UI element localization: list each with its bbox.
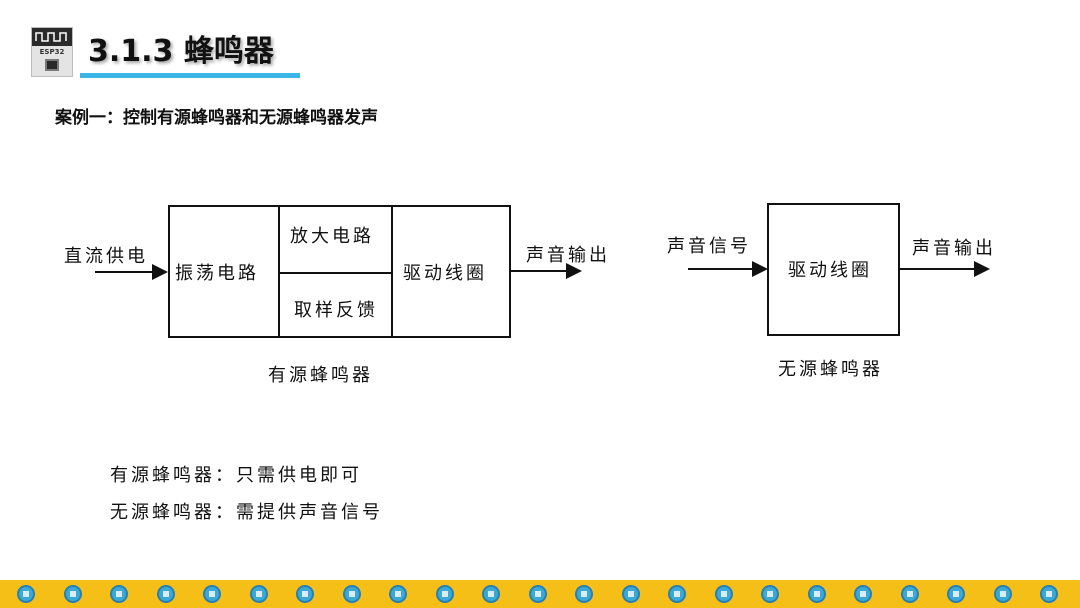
footer-chip-icon bbox=[17, 585, 35, 603]
footer-chip-icon bbox=[389, 585, 407, 603]
active-input-label: 直流供电 bbox=[64, 246, 148, 267]
footer-chip-icon bbox=[854, 585, 872, 603]
footer-chip-icon bbox=[761, 585, 779, 603]
footer-chip-icon bbox=[249, 585, 268, 603]
footer-chip-icon bbox=[900, 585, 919, 603]
esp32-logo-icon: ESP32 bbox=[31, 27, 73, 77]
footer-chip-icon bbox=[482, 585, 500, 603]
footer-chip-icon bbox=[993, 585, 1012, 603]
footer-chip-icon bbox=[110, 585, 128, 603]
note-passive: 无源蜂鸣器：需提供声音信号 bbox=[110, 502, 383, 523]
passive-output-label: 声音输出 bbox=[912, 238, 996, 259]
footer-chip-icon bbox=[668, 585, 686, 603]
footer-chip-icon bbox=[156, 585, 175, 603]
footer-chip-icon bbox=[714, 585, 733, 603]
footer-chip-icon bbox=[575, 585, 593, 603]
square-wave-icon bbox=[35, 32, 67, 42]
footer-bar bbox=[0, 580, 1080, 608]
passive-input-label: 声音信号 bbox=[667, 236, 751, 257]
footer-chip-icon bbox=[435, 585, 454, 603]
note-active: 有源蜂鸣器：只需供电即可 bbox=[110, 465, 362, 486]
amplifier-block-label: 放大电路 bbox=[290, 226, 374, 247]
footer-chip-icon bbox=[342, 585, 361, 603]
footer-chip-icon bbox=[63, 585, 82, 603]
footer-chip-icon bbox=[528, 585, 547, 603]
footer-chip-icon bbox=[296, 585, 314, 603]
footer-chip-icon bbox=[203, 585, 221, 603]
page-title: 3.1.3 蜂鸣器 bbox=[88, 34, 274, 69]
chip-icon bbox=[45, 59, 59, 71]
logo-waveform-bar bbox=[32, 28, 72, 46]
title-underline bbox=[80, 73, 300, 78]
passive-driver-block-label: 驱动线圈 bbox=[788, 260, 872, 281]
footer-chip-icon bbox=[947, 585, 965, 603]
footer-chip-icon bbox=[1040, 585, 1058, 603]
logo-label: ESP32 bbox=[39, 48, 65, 56]
case-subtitle: 案例一：控制有源蜂鸣器和无源蜂鸣器发声 bbox=[55, 108, 378, 128]
active-driver-block-label: 驱动线圈 bbox=[403, 263, 487, 284]
active-buzzer-caption: 有源蜂鸣器 bbox=[268, 365, 373, 386]
oscillator-block-label: 振荡电路 bbox=[175, 263, 259, 284]
footer-chip-icon bbox=[621, 585, 640, 603]
active-output-label: 声音输出 bbox=[526, 245, 610, 266]
passive-buzzer-caption: 无源蜂鸣器 bbox=[778, 359, 883, 380]
footer-chip-icon bbox=[807, 585, 826, 603]
feedback-block-label: 取样反馈 bbox=[294, 300, 378, 321]
